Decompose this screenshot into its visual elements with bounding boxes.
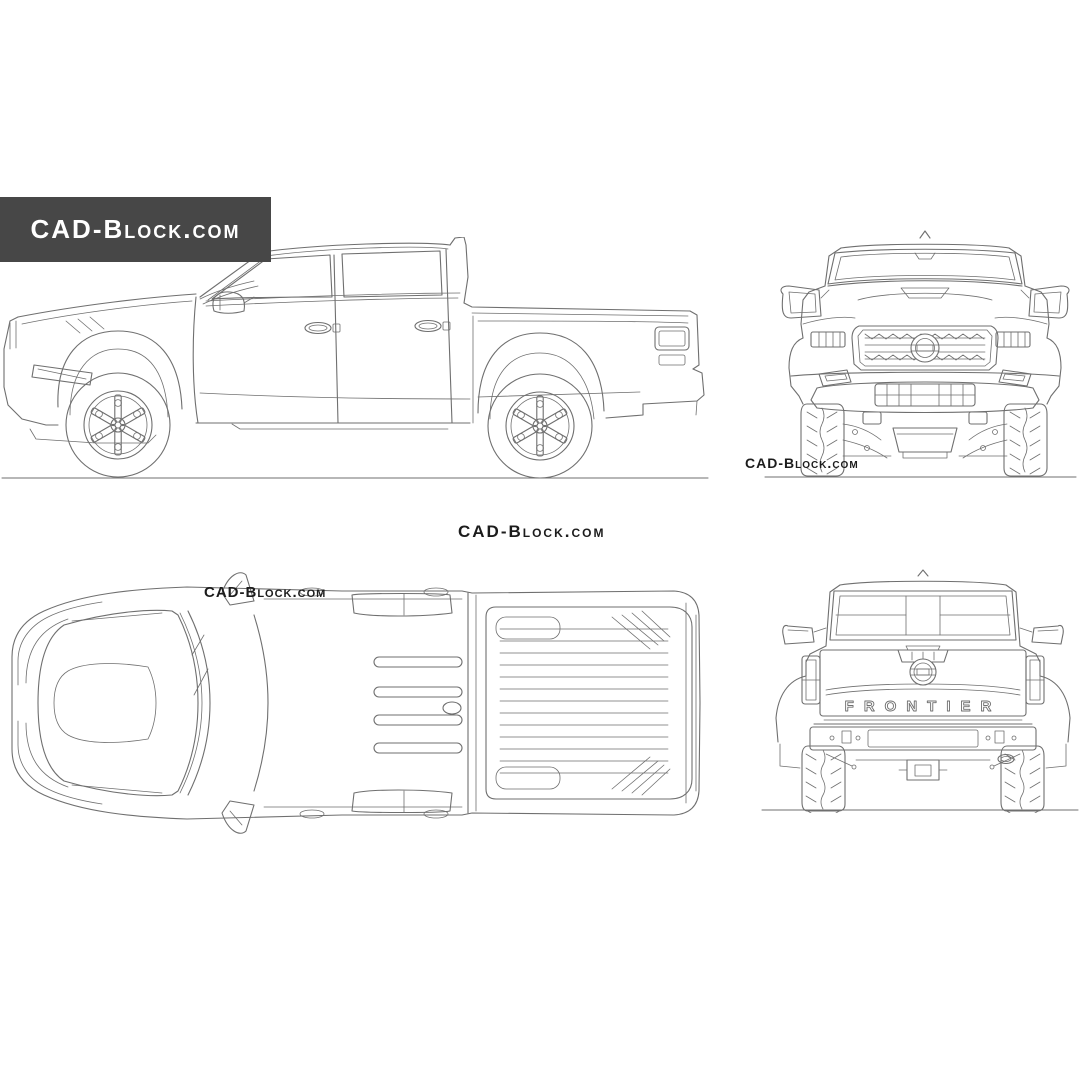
front-bumper	[790, 369, 1060, 425]
rear-mirror-left	[782, 624, 827, 645]
top-windshield	[179, 610, 269, 796]
side-fender-flares	[57, 330, 605, 420]
top-mirror-right	[221, 800, 255, 834]
rear-mirror-right	[1019, 624, 1064, 645]
door-handle-rear	[414, 319, 451, 333]
tailgate-badge-text: FRONTIER	[845, 698, 1002, 715]
top-outline	[11, 586, 701, 820]
top-mirror-left	[221, 572, 255, 606]
front-view-drawing	[764, 230, 1077, 478]
cad-block-logo-banner: CAD-Block.com	[0, 197, 271, 262]
front-mirror-right	[1020, 285, 1070, 319]
rear-taillights	[801, 655, 1045, 705]
rear-view-drawing: FRONTIER	[761, 569, 1079, 813]
top-view-drawing	[11, 572, 701, 834]
top-hood	[37, 609, 199, 797]
front-cab	[824, 230, 1026, 301]
top-bed	[485, 602, 697, 804]
side-mirror	[212, 291, 255, 314]
front-body-sides	[788, 285, 1062, 405]
side-view-drawing	[1, 237, 709, 479]
rear-left-tire-icon	[801, 745, 846, 813]
door-handle-front	[304, 321, 341, 335]
front-suspension	[842, 423, 1008, 459]
nissan-logo-icon	[910, 333, 940, 363]
front-skid-plate	[892, 427, 958, 459]
side-doors-windows	[192, 248, 689, 424]
watermark-front-view: CAD-Block.com	[745, 455, 859, 471]
rear-right-tire-icon	[1000, 745, 1045, 813]
rear-wheel-icon	[487, 373, 593, 479]
watermark-center: CAD-Block.com	[458, 522, 606, 541]
cad-block-logo-text: CAD-Block.com	[30, 214, 241, 244]
front-wheel-icon	[65, 372, 171, 478]
rear-fender-flares	[775, 675, 1071, 769]
front-right-tire-icon	[1003, 403, 1048, 477]
watermark-top-view: CAD-Block.com	[204, 584, 327, 601]
rear-hitch-exhaust	[825, 753, 1021, 781]
side-body	[3, 237, 705, 444]
rear-bumper	[809, 723, 1037, 751]
top-roof	[263, 587, 477, 819]
front-mirror-left	[780, 285, 830, 319]
rear-cab	[825, 569, 1021, 647]
nissan-logo-rear-icon	[909, 658, 937, 686]
